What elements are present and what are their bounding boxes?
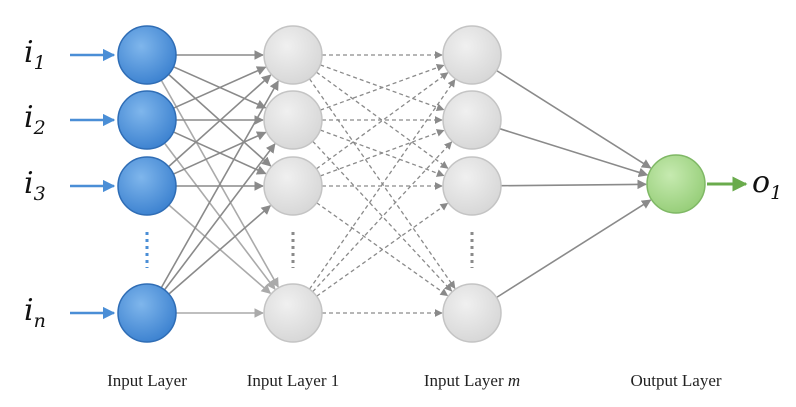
hidden-layer-m-node-3 bbox=[442, 156, 502, 216]
input-label-1: i1 bbox=[24, 35, 46, 74]
input-node-3 bbox=[117, 156, 177, 216]
output-node-1 bbox=[646, 154, 706, 214]
edge-input-hidden1-4-3 bbox=[168, 205, 272, 295]
layer-captions: Input Layer Input Layer 1 Input Layer m … bbox=[107, 371, 722, 390]
edge-input-hidden1-4-1 bbox=[160, 80, 279, 289]
hidden-layer-m-node-2 bbox=[442, 90, 502, 150]
input-node-2 bbox=[117, 90, 177, 150]
hidden-layer-m-node-1 bbox=[442, 25, 502, 85]
caption-hidden-layer-m: Input Layer m bbox=[424, 371, 520, 390]
edge-hidden1-hiddenm-4-2 bbox=[312, 141, 453, 293]
edge-hidden1-hiddenm-4-1 bbox=[308, 79, 456, 290]
edge-input-hidden1-3-1 bbox=[168, 74, 272, 168]
input-node-1 bbox=[117, 25, 177, 85]
ellipsis-markers bbox=[145, 232, 474, 268]
edge-hiddenm-output-3-1 bbox=[500, 179, 647, 190]
edge-hidden1-hiddenm-2-4 bbox=[312, 140, 453, 292]
edge-input-hidden1-4-2 bbox=[163, 143, 276, 291]
input-arrows bbox=[70, 48, 116, 320]
hidden-layer-1-node-4 bbox=[263, 283, 323, 343]
input-labels: i1 i2 i3 in bbox=[24, 35, 46, 332]
caption-hidden-layer-1: Input Layer 1 bbox=[247, 371, 340, 390]
network-nodes bbox=[117, 25, 706, 343]
edge-input-hidden1-3-2 bbox=[173, 131, 267, 175]
edge-hidden1-hiddenm-4-3 bbox=[316, 202, 449, 297]
hidden-layer-1-node-2 bbox=[263, 90, 323, 150]
edge-hidden1-hiddenm-3-1 bbox=[316, 72, 449, 170]
edge-input-hidden1-2-1 bbox=[173, 66, 267, 109]
edge-hiddenm-output-4-1 bbox=[496, 199, 652, 299]
edge-hiddenm-output-2-1 bbox=[499, 127, 649, 178]
input-label-2: i2 bbox=[24, 100, 46, 139]
input-node-4 bbox=[117, 283, 177, 343]
input-label-3: i3 bbox=[24, 166, 46, 205]
caption-input-layer: Input Layer bbox=[107, 371, 187, 390]
edge-hidden1-hiddenm-2-1 bbox=[320, 63, 445, 111]
connection-edges bbox=[160, 50, 652, 318]
hidden-layer-m-node-4 bbox=[442, 283, 502, 343]
input-label-n: in bbox=[24, 293, 46, 332]
edge-hidden1-hiddenm-3-2 bbox=[319, 129, 445, 177]
caption-output-layer: Output Layer bbox=[630, 371, 721, 390]
output-label: o1 bbox=[752, 165, 782, 204]
hidden-layer-1-node-3 bbox=[263, 156, 323, 216]
edge-hidden1-hiddenm-1-3 bbox=[316, 71, 449, 169]
edge-hiddenm-output-1-1 bbox=[496, 69, 652, 169]
hidden-layer-1-node-1 bbox=[263, 25, 323, 85]
